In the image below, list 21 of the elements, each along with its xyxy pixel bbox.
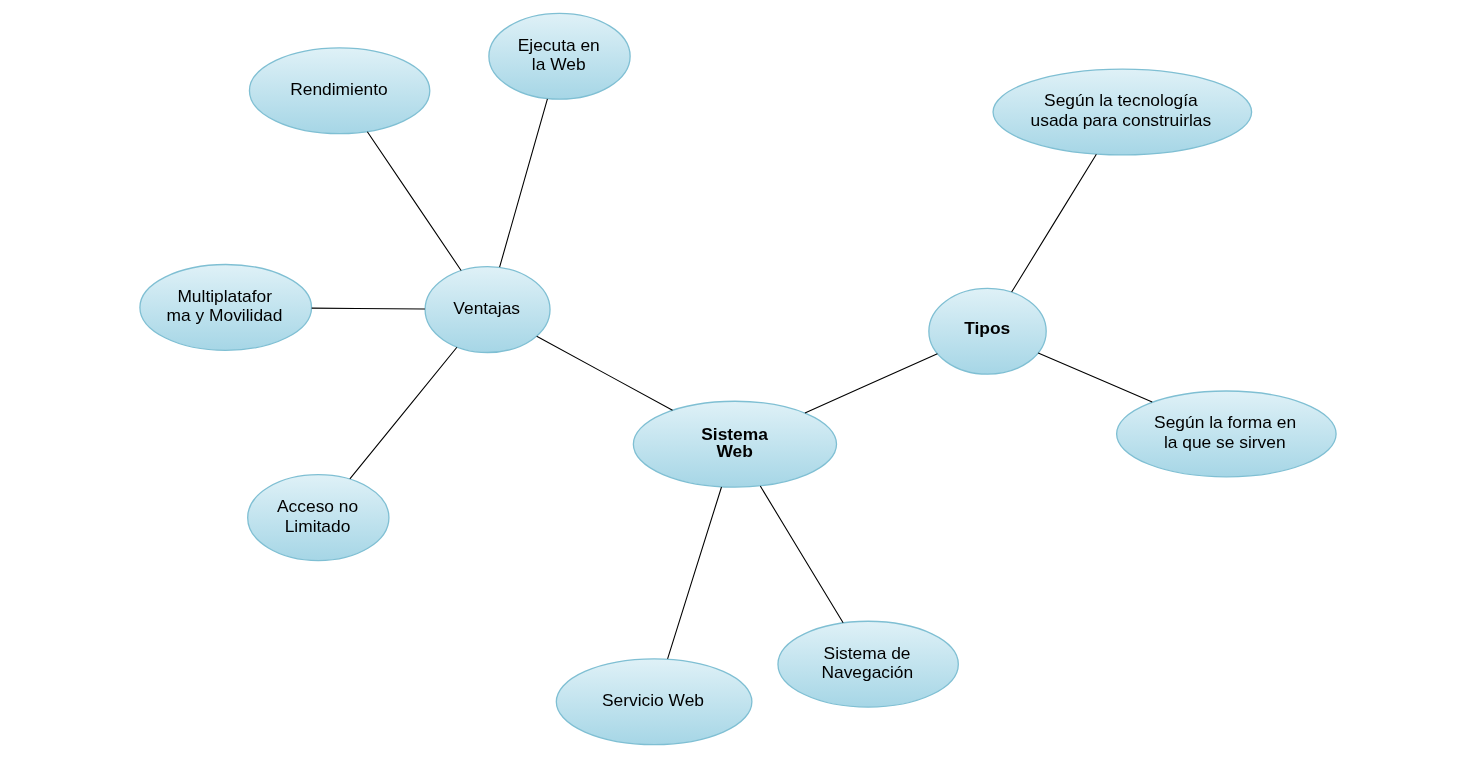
connector [366, 130, 462, 271]
connector [498, 97, 548, 268]
node-ellipse: Ventajas [423, 265, 551, 353]
connector [348, 346, 457, 479]
connector [1037, 352, 1153, 403]
node-ellipse: Sistema de Navegación [776, 620, 959, 708]
node-ellipse: Según la forma en la que se sirven [1115, 389, 1337, 477]
node-ellipse: Multiplatafor ma y Movilidad [138, 263, 312, 351]
node-ellipse: Ejecuta en la Web [487, 12, 631, 100]
node-ellipse: Acceso no Limitado [246, 473, 390, 561]
node-ellipse: Según la tecnología usada para construirlas [991, 67, 1252, 156]
connector [759, 485, 844, 623]
node-ellipse: Rendimiento [248, 46, 430, 134]
node-ellipse: Servicio Web [555, 657, 753, 745]
connector [666, 485, 722, 659]
connector [803, 352, 938, 413]
connector [1010, 153, 1097, 293]
connector [535, 335, 673, 411]
node-ellipse: Tipos [927, 287, 1047, 375]
connector [310, 307, 425, 310]
node-ellipse: Sistema Web [632, 400, 837, 488]
